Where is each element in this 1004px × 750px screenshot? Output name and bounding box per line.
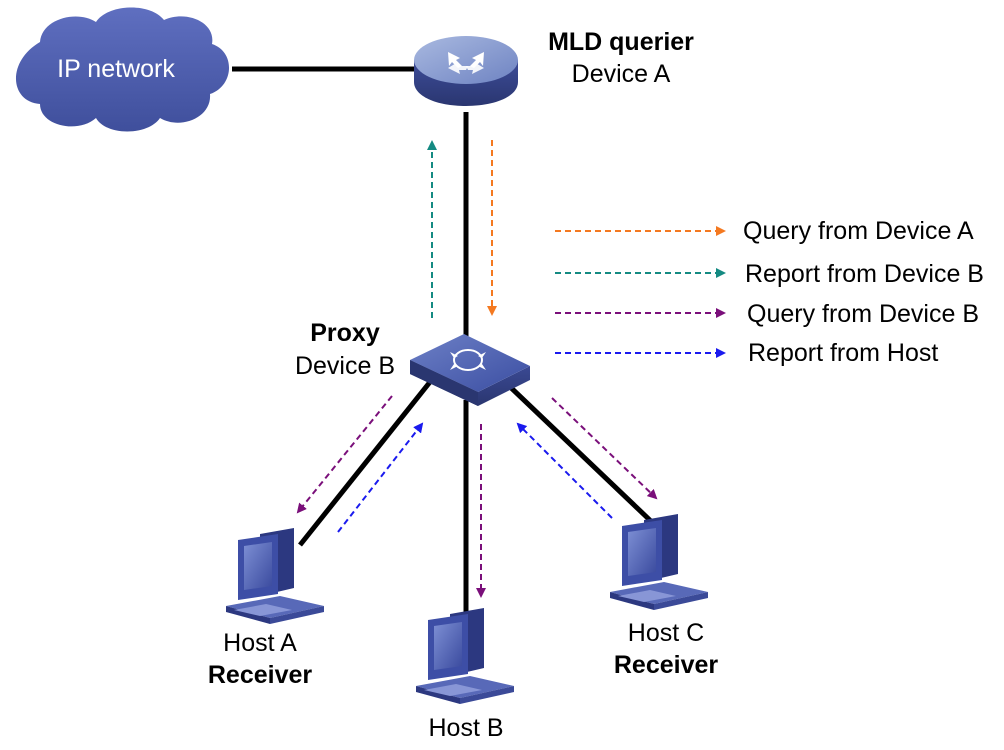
host-a-name: Host A <box>223 629 297 657</box>
device-a-name: Device A <box>572 60 671 88</box>
router-arrows-icon <box>448 52 484 74</box>
host-a-computer-icon <box>226 528 324 624</box>
legend-label-query-device-a: Query from Device A <box>743 217 974 245</box>
report-host-c-arrow <box>516 422 613 519</box>
query-host-a-arrow <box>296 395 393 514</box>
links <box>232 66 657 618</box>
host-b: Host B <box>416 608 514 742</box>
host-a-role: Receiver <box>208 661 313 689</box>
legend-label-report-device-b: Report from Device B <box>745 260 984 288</box>
host-c-computer-icon <box>610 514 708 610</box>
host-b-name: Host B <box>428 714 503 742</box>
legend <box>555 226 726 358</box>
link-device-b-host-c <box>503 380 657 527</box>
device-b-switch <box>410 334 530 406</box>
legend-label-query-device-b: Query from Device B <box>747 300 979 328</box>
ip-network-cloud: IP network <box>15 7 230 132</box>
link-device-b-host-a <box>298 380 432 547</box>
device-b-role: Proxy <box>310 319 380 347</box>
host-a: Host A Receiver <box>208 528 324 689</box>
host-c-name: Host C <box>628 619 704 647</box>
cloud-label: IP network <box>57 55 175 83</box>
host-c: Host C Receiver <box>610 514 718 679</box>
message-arrows <box>296 140 658 598</box>
host-b-computer-icon <box>416 608 514 704</box>
report-host-a-arrow <box>337 422 424 533</box>
legend-label-report-host: Report from Host <box>748 339 938 367</box>
host-c-role: Receiver <box>614 651 719 679</box>
device-b-name: Device B <box>295 352 395 380</box>
device-a-role: MLD querier <box>548 28 694 56</box>
query-host-c-arrow <box>551 397 658 500</box>
switch-arrows-icon <box>450 349 486 371</box>
device-a-router <box>414 36 518 106</box>
